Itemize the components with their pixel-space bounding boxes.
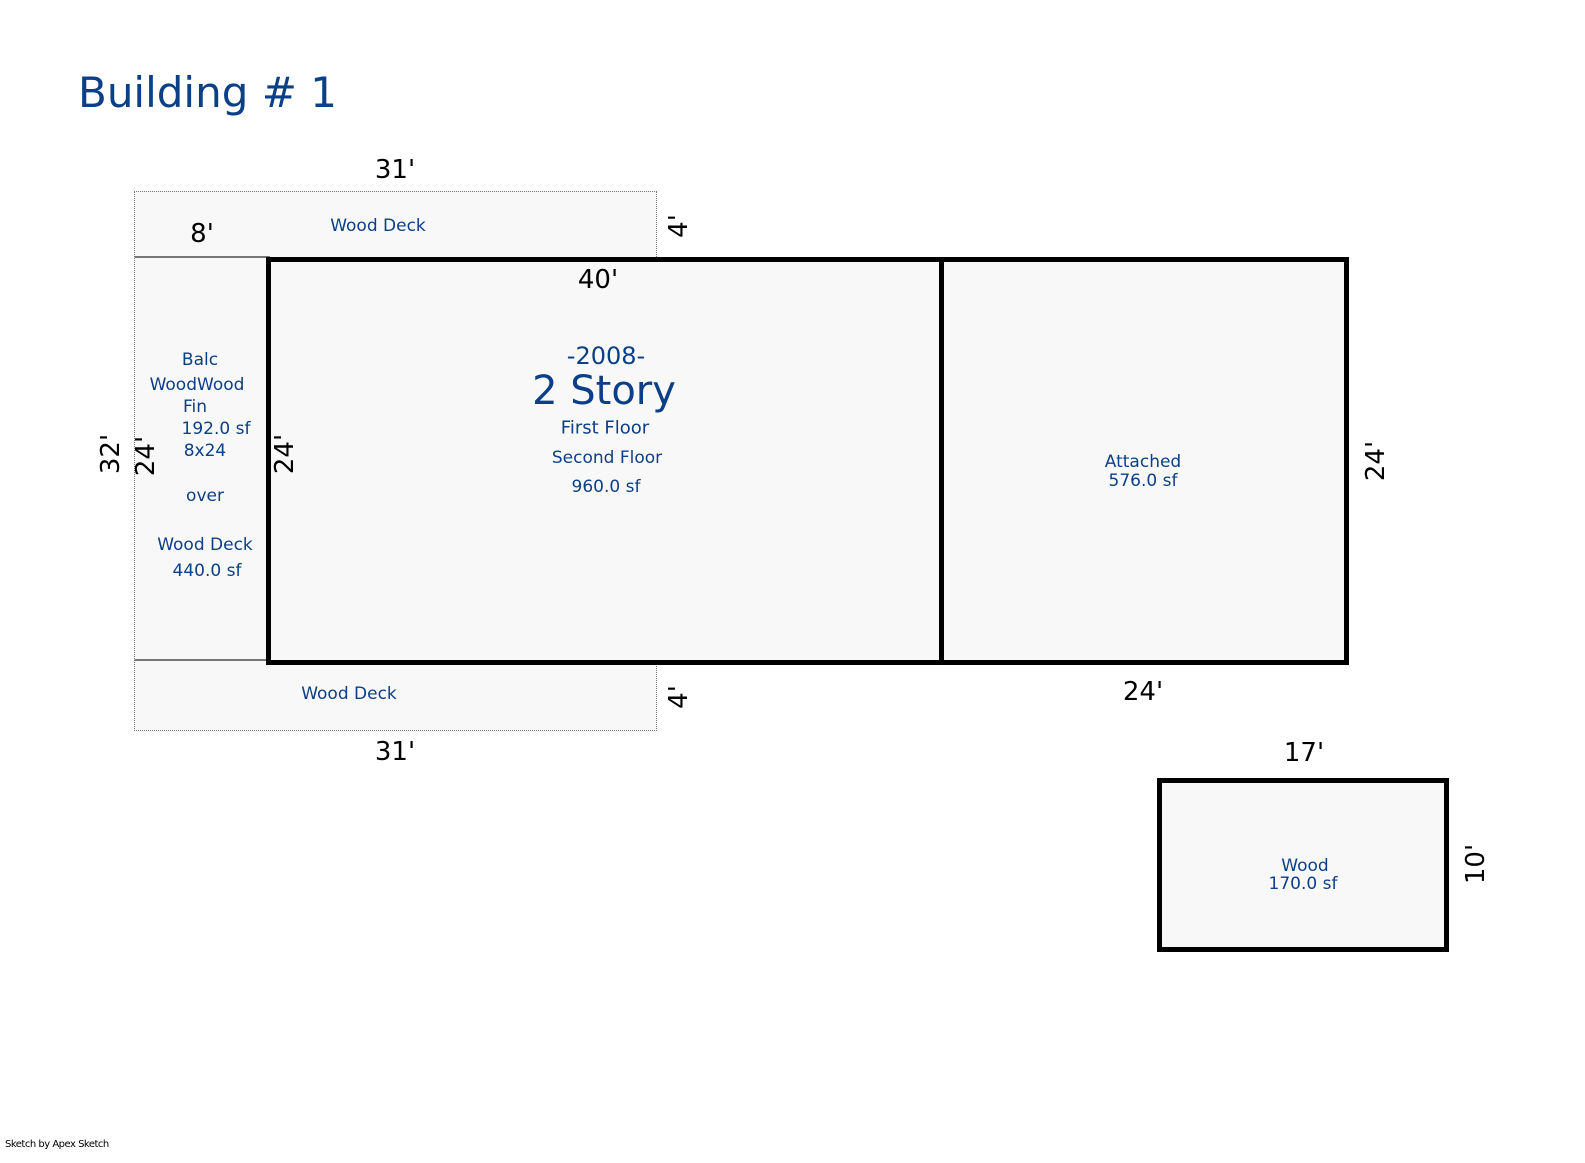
main-type: 2 Story bbox=[532, 368, 676, 414]
main-dim-top: 40' bbox=[577, 265, 619, 295]
balcony-area bbox=[134, 256, 270, 661]
main-area: 960.0 sf bbox=[571, 477, 641, 497]
shed-area: 170.0 sf bbox=[1268, 874, 1338, 894]
balcony-size: 8x24 bbox=[183, 441, 227, 461]
footer-credit: Sketch by Apex Sketch bbox=[5, 1139, 109, 1150]
page-title: Building # 1 bbox=[78, 68, 337, 117]
deck-dim-left: 32' bbox=[96, 433, 126, 475]
main-year: -2008- bbox=[566, 342, 646, 370]
shed-dim-top: 17' bbox=[1283, 738, 1325, 768]
garage-label: Attached bbox=[1104, 452, 1182, 472]
attached-garage-area bbox=[939, 257, 1349, 665]
deck-dim-side-bottom: 4' bbox=[664, 685, 694, 709]
deck-top-label: Wood Deck bbox=[330, 216, 426, 236]
balcony-dim-top: 8' bbox=[190, 219, 214, 249]
garage-dim-bottom: 24' bbox=[1122, 677, 1164, 707]
main-floor1: First Floor bbox=[560, 417, 650, 439]
shed-label: Wood bbox=[1281, 856, 1329, 876]
balcony-label: over bbox=[186, 486, 224, 506]
garage-dim-right: 24' bbox=[1361, 440, 1391, 482]
balcony-label: Wood Deck bbox=[157, 535, 253, 555]
balcony-label: WoodWood bbox=[149, 375, 245, 395]
balcony-label: Balc bbox=[181, 350, 219, 370]
deck-bottom-label: Wood Deck bbox=[301, 684, 397, 704]
deck-dim-bottom: 31' bbox=[374, 737, 416, 767]
wood-shed-area bbox=[1157, 778, 1449, 952]
garage-area: 576.0 sf bbox=[1108, 471, 1178, 491]
balcony-area-text: 192.0 sf bbox=[181, 419, 251, 439]
shed-dim-right: 10' bbox=[1461, 843, 1491, 885]
main-floor2: Second Floor bbox=[551, 448, 663, 468]
two-story-area bbox=[266, 257, 944, 665]
balcony-dim-left: 24' bbox=[131, 435, 161, 477]
deck-dim-top: 31' bbox=[374, 155, 416, 185]
deck-area-text: 440.0 sf bbox=[172, 561, 242, 581]
main-dim-left: 24' bbox=[270, 433, 300, 475]
balcony-label: Fin bbox=[182, 397, 208, 417]
deck-dim-side-top: 4' bbox=[664, 214, 694, 238]
